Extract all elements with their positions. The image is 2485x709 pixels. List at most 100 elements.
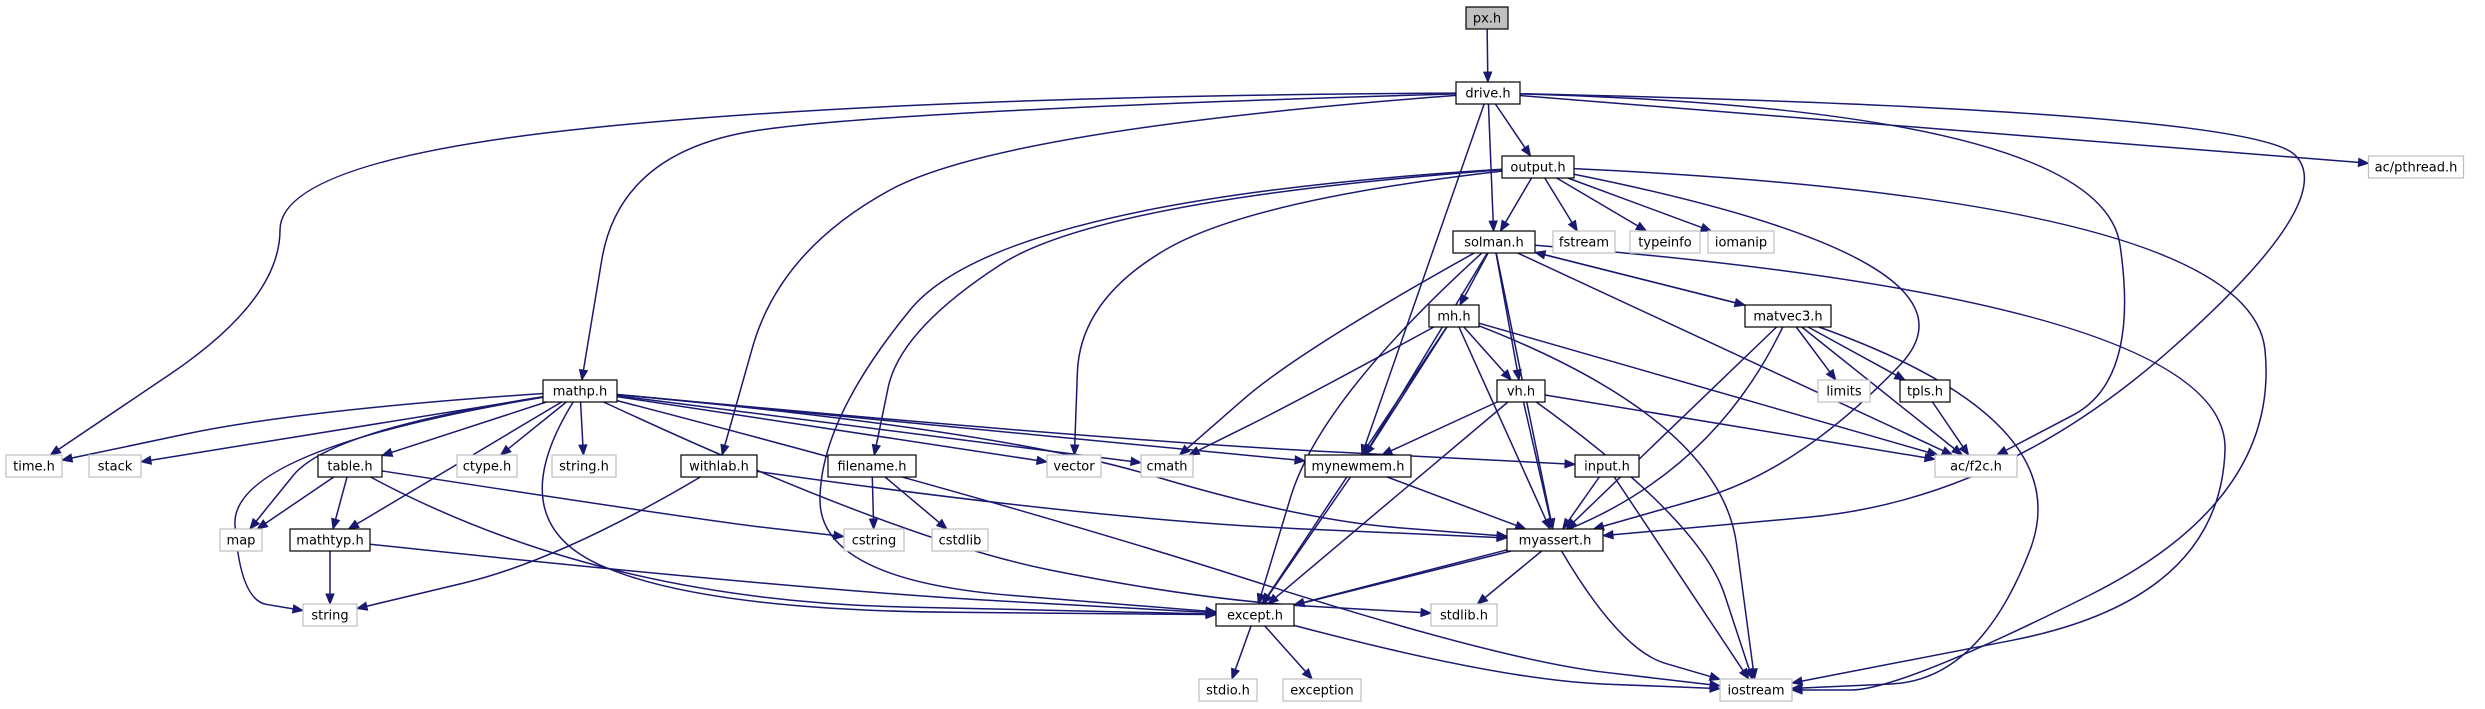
node-px-h[interactable]: px.h [1465, 6, 1509, 30]
node-ac-pthread-h: ac/pthread.h [2367, 155, 2465, 179]
arrowhead-icon [578, 368, 589, 382]
edge-line [884, 476, 940, 524]
node-box [1574, 454, 1640, 478]
arrowhead-icon [1178, 444, 1191, 456]
node-label: mathp.h [553, 385, 608, 400]
edge-mathp_h-to-time_h [60, 392, 544, 463]
node-vector: vector [1046, 454, 1102, 478]
node-myassert-h[interactable]: myassert.h [1506, 528, 1604, 552]
edge-output_h-to-fstream [1544, 177, 1578, 233]
arrowhead-icon [720, 443, 730, 457]
edge-line [1544, 177, 1573, 223]
node-label: exception [1290, 684, 1354, 699]
arrowhead-icon [499, 444, 512, 456]
node-vh-h[interactable]: vh.h [1496, 379, 1546, 403]
node-box [1899, 379, 1951, 403]
edge-line [1486, 28, 1489, 73]
arrowhead-icon [1420, 607, 1433, 618]
edge-withlab_h-to-string [355, 476, 701, 611]
node-mathtyp-h[interactable]: mathtyp.h [289, 528, 371, 552]
node-box [931, 528, 989, 552]
node-label: drive.h [1465, 87, 1510, 102]
arrowhead-icon [1292, 598, 1306, 608]
node-time-h: time.h [5, 454, 63, 478]
edge-mathp_h-to-string_h [578, 401, 588, 457]
edge-line [507, 401, 567, 450]
edge-vh_h-to-iostream [1535, 401, 1754, 681]
node-box [5, 454, 63, 478]
edge-line [1931, 401, 1964, 448]
node-output-h[interactable]: output.h [1501, 155, 1575, 179]
node-tpls-h[interactable]: tpls.h [1899, 379, 1951, 403]
node-box [289, 528, 371, 552]
edge-line [1303, 550, 1512, 604]
edge-line [1484, 550, 1543, 599]
node-box [1465, 6, 1509, 30]
edge-line [1458, 326, 1547, 521]
node-except-h[interactable]: except.h [1215, 603, 1295, 627]
edge-line [1260, 252, 1483, 595]
edge-line [1186, 252, 1475, 449]
edge-line [724, 94, 1457, 446]
node-mynewmem-h[interactable]: mynewmem.h [1304, 454, 1412, 478]
node-label: typeinfo [1638, 236, 1691, 251]
node-mh-h[interactable]: mh.h [1428, 304, 1480, 328]
arrowhead-icon [1926, 447, 1940, 457]
node-label: stdlib.h [1440, 609, 1488, 624]
arrowhead-icon [1499, 219, 1510, 233]
arrowhead-icon [256, 519, 269, 530]
edge-drive_h-to-mynewmem_h [1360, 103, 1485, 457]
node-box [1452, 230, 1536, 254]
arrowhead-icon [1561, 517, 1573, 531]
arrowhead-icon [1564, 459, 1577, 469]
node-box [542, 379, 618, 403]
arrowhead-icon [380, 447, 394, 457]
node-label: iomanip [1715, 236, 1767, 251]
arrowhead-icon [1533, 250, 1547, 260]
edge-drive_h-to-ac_pthread_h [1519, 94, 2370, 168]
node-input-h[interactable]: input.h [1574, 454, 1640, 478]
arrowhead-icon [60, 453, 74, 463]
node-drive-h[interactable]: drive.h [1455, 81, 1521, 105]
node-table-h[interactable]: table.h [317, 454, 383, 478]
edge-line [71, 392, 544, 459]
edge-except_h-to-stdio_h [1231, 625, 1252, 681]
node-cmath: cmath [1140, 454, 1194, 478]
node-solman-h[interactable]: solman.h [1452, 230, 1536, 254]
edge-table_h-to-except_h [370, 476, 1218, 619]
arrowhead-icon [1951, 444, 1964, 456]
edge-line [366, 476, 701, 607]
edge-mh_h-to-vh_h [1463, 326, 1513, 382]
edge-input_h-to-myassert_h [1561, 476, 1600, 531]
edge-matvec3_h-to-limits [1795, 326, 1837, 382]
edge-mathp_h-to-input_h [616, 393, 1577, 469]
node-matvec3-h[interactable]: matvec3.h [1744, 304, 1832, 328]
node-stdlib-h: stdlib.h [1430, 603, 1498, 627]
edge-drive_h-to-time_h [49, 92, 1457, 456]
arrowhead-icon [1893, 370, 1907, 381]
arrowhead-icon [1520, 144, 1532, 158]
node-cstring: cstring [843, 528, 905, 552]
edge-line [616, 393, 1566, 465]
edge-px_h-to-drive_h [1482, 28, 1493, 84]
arrowhead-icon [578, 444, 588, 457]
node-string-h: string.h [551, 454, 617, 478]
node-label: except.h [1227, 609, 1283, 624]
edge-line [1478, 325, 1754, 670]
node-label: mh.h [1437, 310, 1470, 325]
edge-line [1478, 322, 1929, 453]
node-label: myassert.h [1519, 534, 1592, 549]
node-withlab-h[interactable]: withlab.h [680, 454, 758, 478]
node-mathp-h[interactable]: mathp.h [542, 379, 618, 403]
node-box [1496, 379, 1546, 403]
arrowhead-icon [1545, 517, 1555, 531]
arrowhead-icon [355, 601, 369, 611]
node-filename-h[interactable]: filename.h [827, 454, 917, 478]
edge-drive_h-to-solman_h [1487, 103, 1498, 233]
arrowhead-icon [1459, 293, 1470, 307]
node-label: iostream [1727, 684, 1784, 699]
edge-line [1807, 326, 1897, 376]
edge-line [369, 543, 1207, 614]
edge-mynewmem_h-to-myassert_h [1387, 476, 1527, 530]
